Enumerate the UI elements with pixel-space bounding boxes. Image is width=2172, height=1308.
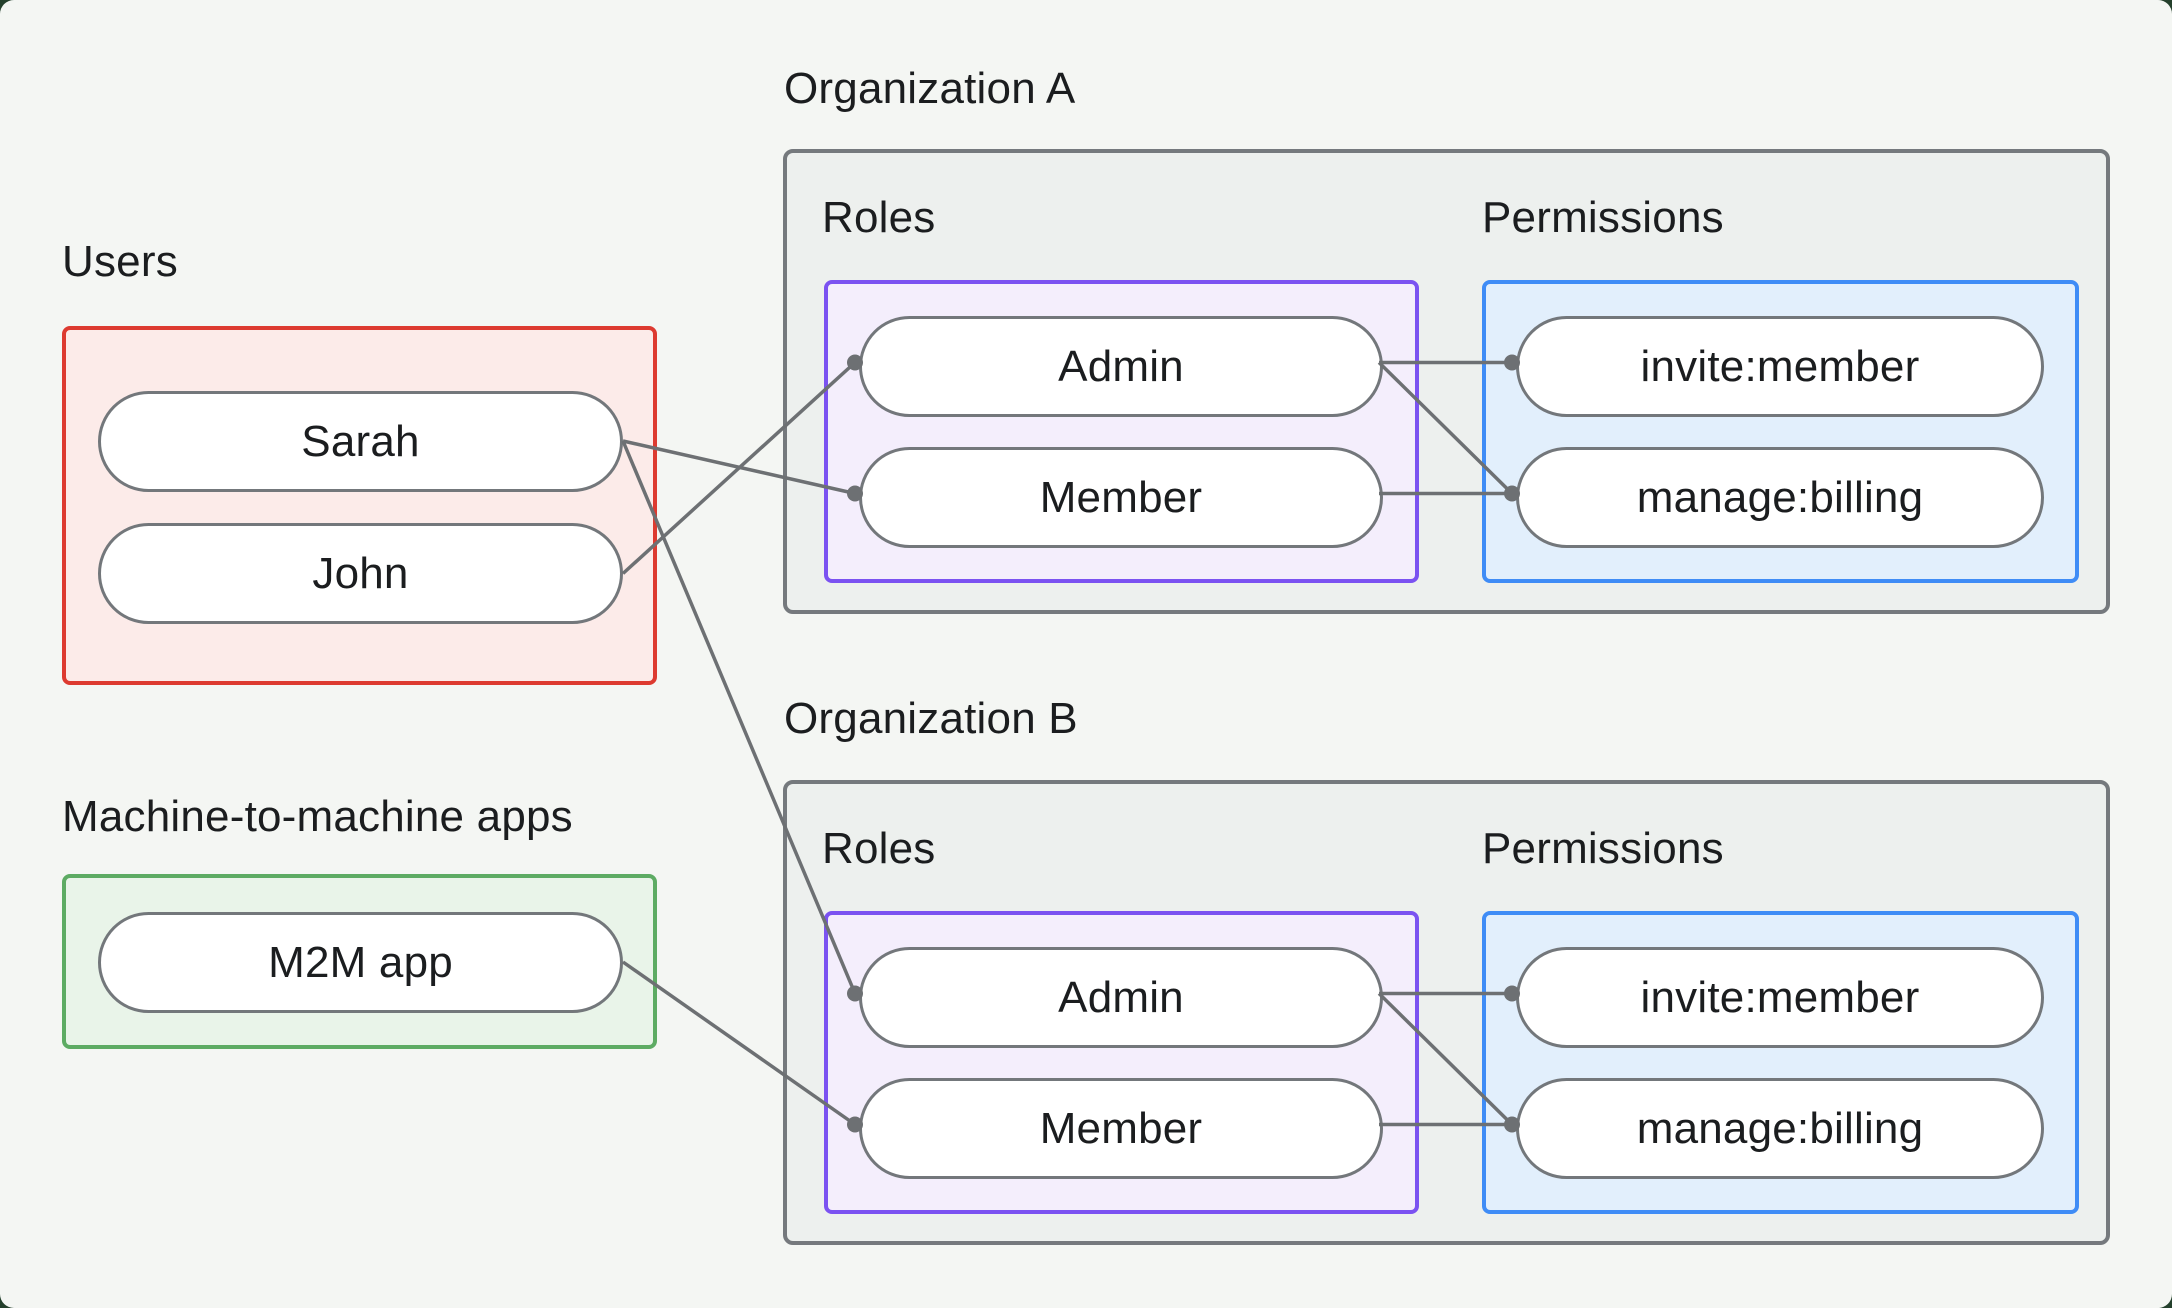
- m2m-app-node: M2M app: [98, 912, 623, 1013]
- org-a-permissions-label: Permissions: [1482, 193, 1724, 242]
- org-a-box: Roles Permissions Admin Member invite:me…: [783, 149, 2110, 614]
- m2m-section-label: Machine-to-machine apps: [62, 792, 573, 841]
- org-b-perm-invite: invite:member: [1516, 947, 2044, 1048]
- org-b-role-member: Member: [859, 1078, 1383, 1179]
- users-section-label: Users: [62, 237, 178, 286]
- org-a-title: Organization A: [784, 64, 1076, 113]
- org-a-perm-invite: invite:member: [1516, 316, 2044, 417]
- org-a-roles-label: Roles: [822, 193, 936, 242]
- users-group-box: [62, 326, 657, 685]
- org-b-roles-label: Roles: [822, 824, 936, 873]
- org-b-permissions-label: Permissions: [1482, 824, 1724, 873]
- org-b-role-admin: Admin: [859, 947, 1383, 1048]
- user-node-john: John: [98, 523, 623, 624]
- user-node-sarah: Sarah: [98, 391, 623, 492]
- org-a-perm-billing: manage:billing: [1516, 447, 2044, 548]
- org-a-role-admin: Admin: [859, 316, 1383, 417]
- org-b-perm-billing: manage:billing: [1516, 1078, 2044, 1179]
- org-a-role-member: Member: [859, 447, 1383, 548]
- org-b-box: Roles Permissions Admin Member invite:me…: [783, 780, 2110, 1245]
- org-b-title: Organization B: [784, 694, 1078, 743]
